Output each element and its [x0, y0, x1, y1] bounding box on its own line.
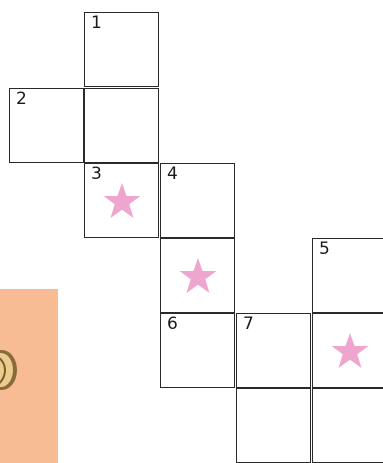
clue-number-2: 2: [16, 91, 27, 108]
clue-number-5: 5: [319, 241, 330, 258]
cell-4-down-2[interactable]: [160, 238, 235, 313]
bean-icon: [0, 346, 20, 396]
cell-7-down-2[interactable]: [236, 388, 311, 463]
cell-4[interactable]: 4: [160, 163, 235, 238]
cell-3[interactable]: 3: [84, 163, 159, 238]
cell-5-down-2[interactable]: [312, 313, 383, 388]
cell-2[interactable]: 2: [9, 88, 84, 163]
cell-5[interactable]: 5: [312, 238, 383, 313]
cell-5-down-3[interactable]: [312, 388, 383, 463]
clue-number-3: 3: [91, 166, 102, 183]
clue-number-4: 4: [167, 166, 178, 183]
star-icon: [330, 331, 370, 371]
cell-1-down-2[interactable]: [84, 88, 159, 163]
clue-number-1: 1: [91, 15, 102, 32]
cell-6[interactable]: 6: [160, 313, 235, 388]
clue-number-7: 7: [243, 316, 254, 333]
clue-number-6: 6: [167, 316, 178, 333]
cell-7[interactable]: 7: [236, 313, 311, 388]
star-icon: [178, 256, 218, 296]
star-icon: [102, 181, 142, 221]
cell-1[interactable]: 1: [84, 12, 159, 87]
